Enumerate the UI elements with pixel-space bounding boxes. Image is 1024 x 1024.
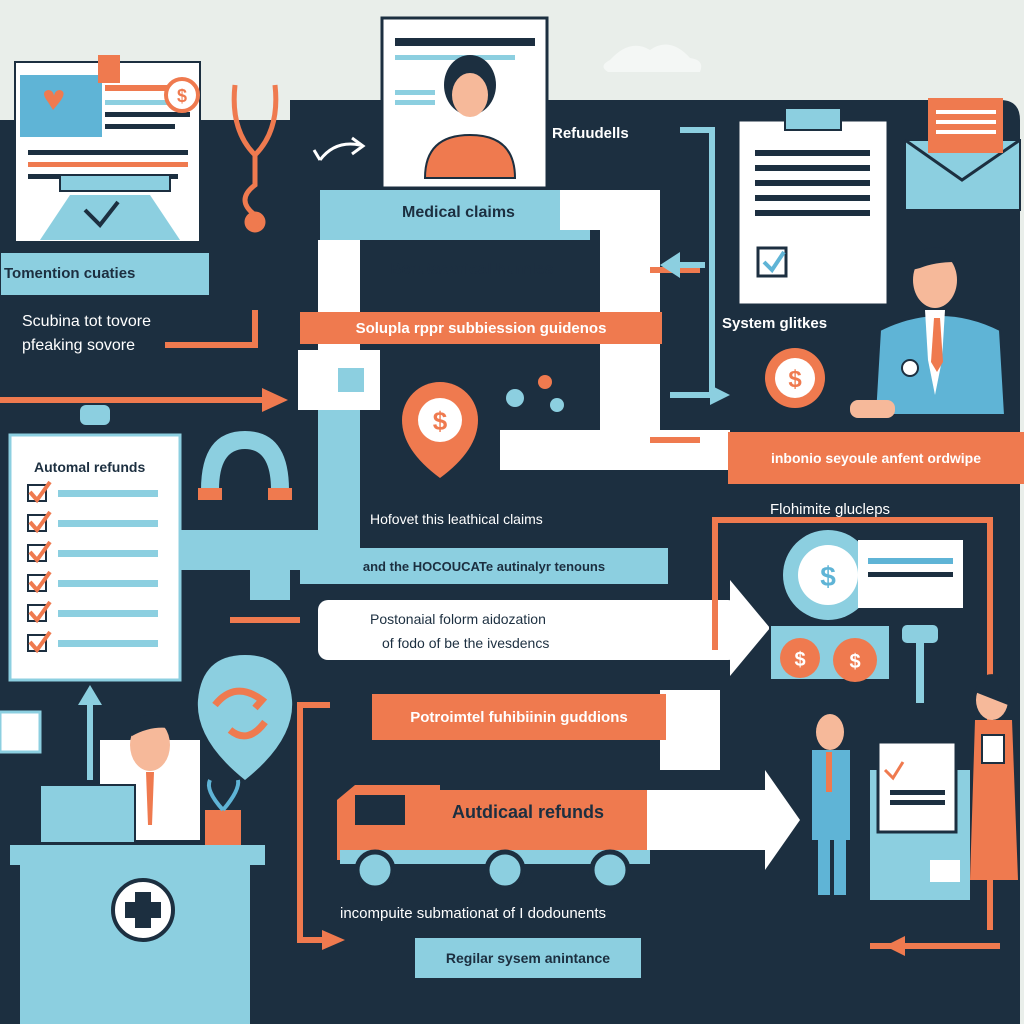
pipe-network xyxy=(180,190,800,870)
dollar-icon xyxy=(164,77,200,113)
svg-text:$: $ xyxy=(849,651,860,673)
banner-potential-guidance: Potroimtel fuhibiinin guddions xyxy=(372,694,666,740)
label-refunds: Refuudells xyxy=(552,125,629,142)
gear-icon xyxy=(506,375,564,412)
doctor-figure xyxy=(850,247,1007,418)
clipboard-icon xyxy=(736,107,890,307)
flow-arrowheads xyxy=(262,388,905,956)
envelope-icon xyxy=(904,98,1021,211)
banner-submission-guidance: Solupla rppr subbiession guidenos xyxy=(300,312,662,344)
swap-arrows-icon xyxy=(312,136,366,161)
label-however-claims: Hofovet this leathical claims xyxy=(370,511,543,527)
profile-document xyxy=(380,16,549,190)
stethoscope-icon xyxy=(231,84,279,233)
svg-text:$: $ xyxy=(820,561,836,592)
plant-icon xyxy=(205,810,241,845)
doctor-desk xyxy=(0,710,265,1024)
banner-system-maintenance: Regilar sysem anintance xyxy=(415,938,641,978)
dollar-icon: $ xyxy=(765,348,825,408)
coins-stack-icon: $ $ xyxy=(769,624,938,703)
coin-gear-icon: $ xyxy=(783,530,963,620)
label-audit-refunds: Autdicaal refunds xyxy=(452,802,605,822)
laptop-icon xyxy=(39,784,136,844)
blue-arrowheads xyxy=(78,252,730,705)
label-potential-line-1: Postonaial folorm aidozation xyxy=(370,611,546,627)
banner-auto-analysis: and the HOCOUCATe autinalyr tenouns xyxy=(300,548,668,584)
label-bureaucratic-hurdles: Berutacarical hurnles xyxy=(390,261,554,278)
label-medical-claims: Medical claims xyxy=(402,204,515,221)
label-potential-line-2: of fodo of be the ivesdencs xyxy=(382,635,550,651)
refresh-balloon-icon xyxy=(197,655,293,780)
svg-text:$: $ xyxy=(788,366,802,393)
location-pin-dollar-icon: $ xyxy=(402,382,478,478)
label-information-clinics: Tomention cuaties xyxy=(4,265,136,282)
label-problem-guides: Flohimite glucleps xyxy=(770,501,891,518)
svg-text:$: $ xyxy=(794,649,805,671)
label-system-glitches: System glitkes xyxy=(722,315,828,332)
magnet-icon xyxy=(198,428,292,500)
truck-icon xyxy=(337,785,650,891)
plus-cross-icon xyxy=(125,892,161,928)
document-cluster: $ xyxy=(0,55,211,297)
label-subline-1: Scubina tot tovore xyxy=(22,313,151,330)
cloud-icon xyxy=(603,44,702,72)
label-subline-2: pfeaking sovore xyxy=(22,337,135,354)
checklist-clipboard xyxy=(8,405,182,682)
label-incomplete-documents: incompuite submationat of I dodounents xyxy=(340,905,607,922)
staff-figures xyxy=(812,674,1018,900)
label-automal-refunds: Automal refunds xyxy=(34,459,146,475)
heart-icon xyxy=(44,90,64,110)
banner-intro: inbonio seyoule anfent ordwipe xyxy=(728,432,1024,484)
svg-text:$: $ xyxy=(177,86,187,106)
svg-text:$: $ xyxy=(433,406,448,436)
